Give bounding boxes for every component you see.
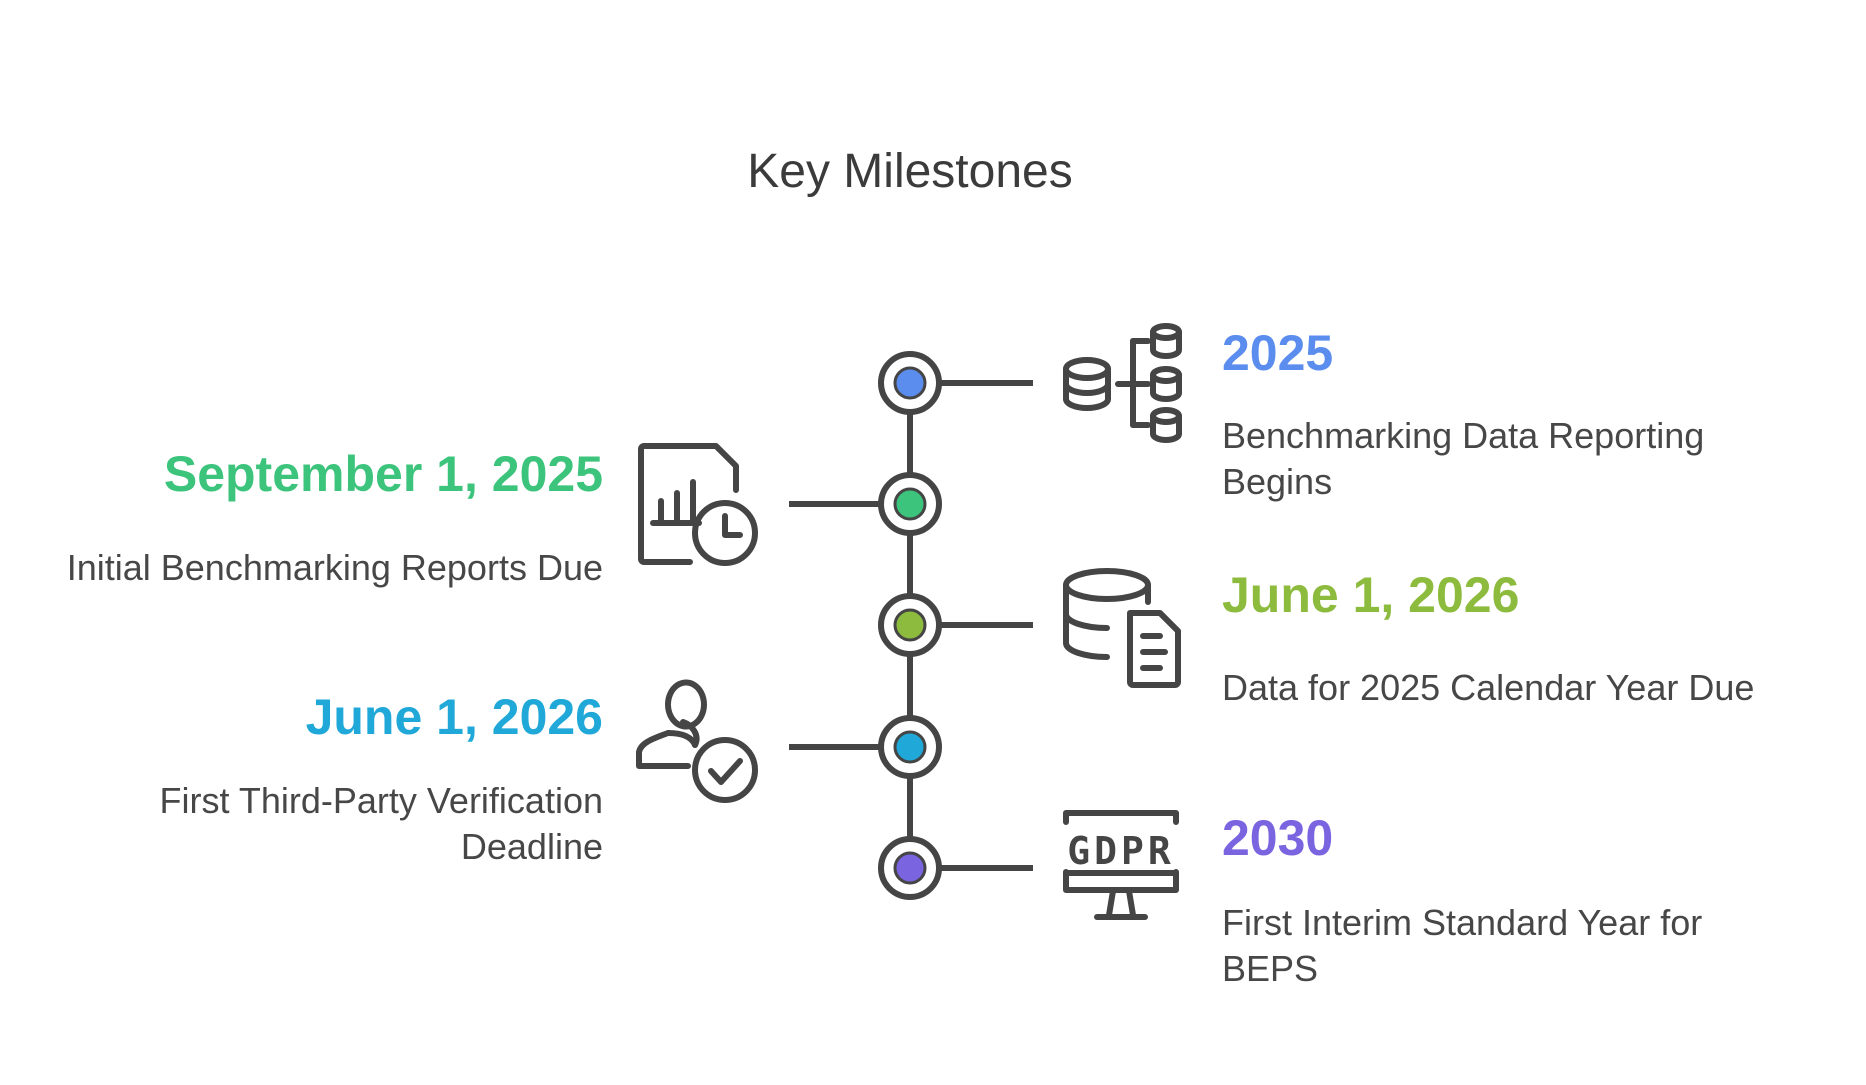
milestone-2-date: September 1, 2025: [164, 446, 603, 502]
milestone-node-3: [878, 593, 942, 657]
milestone-node-4: [878, 715, 942, 779]
milestone-5-description-line-1: First Interim Standard Year for: [1222, 902, 1702, 943]
milestone-1-description-line-2: Begins: [1222, 461, 1332, 502]
user-check-icon: [636, 679, 758, 803]
gdpr-icon-label: GDPR: [1067, 829, 1175, 873]
milestone-node-5: [878, 836, 942, 900]
page-title: Key Milestones: [747, 145, 1072, 198]
gdpr-monitor-icon: GDPR: [1063, 810, 1179, 920]
milestone-4-date: June 1, 2026: [306, 689, 603, 745]
milestone-5-description-line-2: BEPS: [1222, 948, 1318, 989]
milestone-node-1: [878, 351, 942, 415]
milestone-1-description-line-1: Benchmarking Data Reporting: [1222, 415, 1704, 456]
milestone-node-2: [878, 472, 942, 536]
milestone-4-description-line-2: Deadline: [461, 826, 603, 867]
milestone-2-description-line-1: Initial Benchmarking Reports Due: [67, 547, 603, 588]
database-document-icon: [1063, 568, 1181, 688]
milestone-4-description-line-1: First Third-Party Verification: [160, 780, 603, 821]
milestone-3-description-line-1: Data for 2025 Calendar Year Due: [1222, 667, 1754, 708]
database-network-icon: [1063, 323, 1182, 443]
milestone-5-date: 2030: [1222, 810, 1333, 866]
milestone-3-date: June 1, 2026: [1222, 567, 1519, 623]
milestone-1-date: 2025: [1222, 325, 1333, 381]
report-clock-icon: [638, 443, 758, 566]
